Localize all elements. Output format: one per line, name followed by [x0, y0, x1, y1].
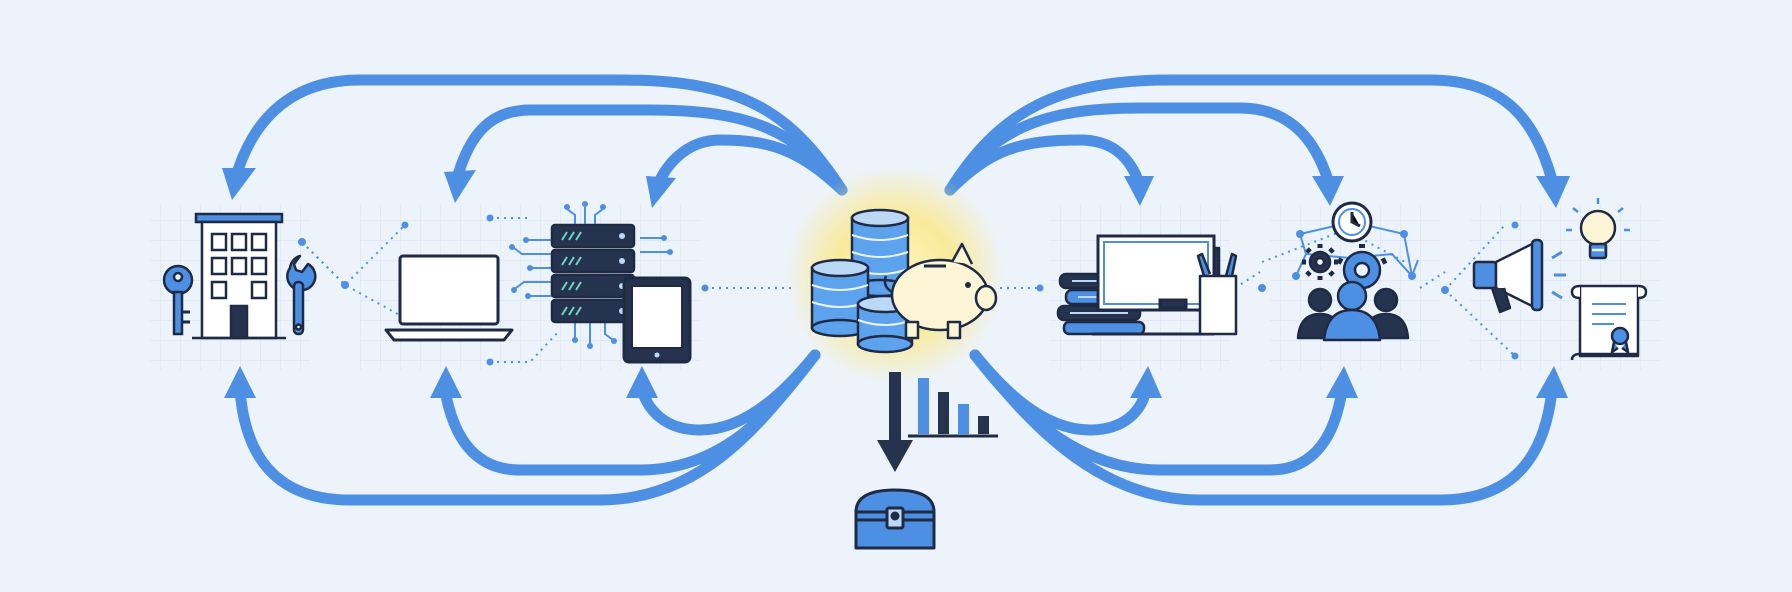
arrowhead-training-top [1124, 176, 1154, 206]
arrowhead-training-bottom [1130, 366, 1162, 398]
bar-chart-icon [908, 378, 998, 438]
gears-icon [1302, 244, 1388, 290]
whiteboard-icon [1092, 234, 1216, 336]
arrow-lower-right-inner [969, 349, 1152, 436]
laptop-icon [384, 254, 514, 342]
arrow-upper-right-inner [944, 134, 1144, 196]
tablet-icon [622, 276, 692, 364]
arrowhead-staff-top [1312, 176, 1344, 206]
arrowhead-devices-bottom [626, 366, 658, 398]
outflow [854, 372, 998, 550]
people-group-icon [1296, 280, 1410, 342]
arrowhead-marketing-top [1536, 176, 1570, 208]
node-marketing-legal [1472, 198, 1648, 361]
arrowhead-devices-top [646, 176, 676, 208]
megaphone-icon [1472, 238, 1566, 314]
circuit-nodes [509, 201, 673, 349]
connector-dots [298, 214, 1519, 366]
arrow-lower-left-inner [636, 349, 821, 436]
arrow-heads [222, 168, 1570, 398]
network-nodes [1292, 230, 1416, 280]
circuit-traces [513, 207, 668, 344]
certificate-icon [1570, 284, 1648, 361]
lightbulb-icon [1566, 198, 1630, 260]
piggy-bank-icon [883, 242, 998, 340]
arrow-upper-left-outer [232, 74, 848, 196]
office-building-icon [192, 212, 286, 340]
arrowhead-it-top [444, 170, 476, 203]
arrowhead-staff-bottom [1326, 366, 1358, 398]
arrowhead-facilities-top [222, 168, 256, 200]
arrow-upper-right-middle [944, 102, 1334, 196]
wrench-icon [286, 254, 317, 336]
arrowhead-facilities-bottom [224, 366, 256, 398]
node-training [1056, 234, 1238, 336]
pencil-cup-icon [1196, 246, 1238, 336]
node-staff [1292, 201, 1419, 342]
treasure-chest-icon [854, 488, 936, 550]
node-facilities [162, 212, 317, 340]
arrowhead-marketing-bottom [1536, 366, 1568, 398]
arrow-upper-right-outer [944, 74, 1558, 196]
dotted-connectors [301, 217, 1516, 363]
flow-arrows [232, 74, 1558, 506]
arrowhead-it-bottom [430, 366, 462, 398]
down-arrow-icon [877, 372, 913, 472]
arrow-upper-left-inner [654, 134, 848, 196]
arrow-upper-left-middle [452, 104, 848, 196]
key-icon [162, 264, 194, 336]
center-hub [785, 165, 1005, 385]
node-it-hardware [384, 201, 692, 364]
clock-icon [1331, 201, 1373, 243]
